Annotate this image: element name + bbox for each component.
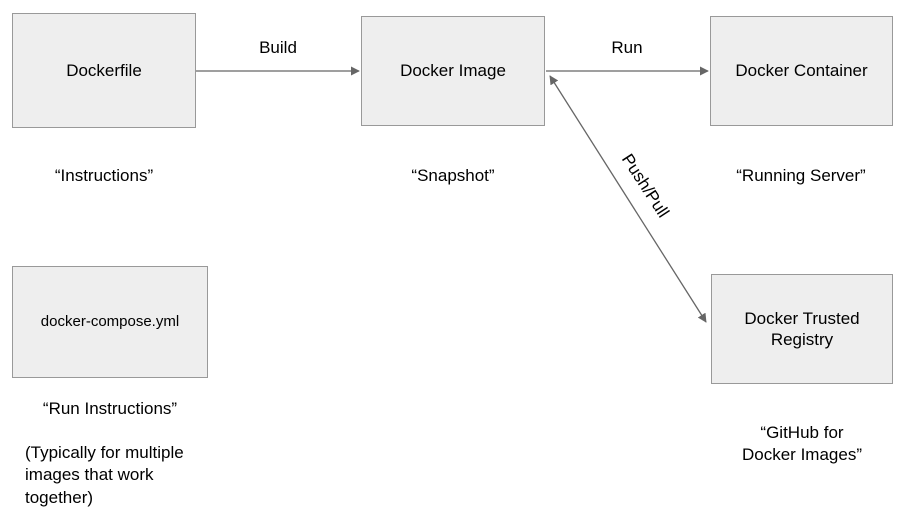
node-docker-compose-yml-label: docker-compose.yml [40, 312, 180, 330]
caption-docker-compose: “Run Instructions” [42, 399, 178, 418]
node-docker-compose-yml[interactable]: docker-compose.yml [12, 266, 208, 378]
node-docker-trusted-registry[interactable]: Docker Trusted Registry [711, 274, 893, 384]
node-docker-image[interactable]: Docker Image [361, 16, 545, 126]
caption-docker-container: “Running Server” [736, 166, 866, 185]
node-docker-trusted-registry-label: Docker Trusted Registry [744, 308, 860, 349]
node-docker-container[interactable]: Docker Container [710, 16, 893, 126]
caption-dockerfile: “Instructions” [54, 166, 154, 185]
edge-push-pull-line [549, 75, 707, 323]
caption-docker-compose-note: (Typically for multiple images that work… [25, 443, 184, 507]
caption-docker-trusted-registry: “GitHub for Docker Images” [742, 423, 862, 465]
node-docker-image-label: Docker Image [400, 61, 506, 81]
node-dockerfile-label: Dockerfile [66, 60, 142, 80]
edge-label-build: Build [259, 38, 297, 57]
node-dockerfile[interactable]: Dockerfile [12, 13, 196, 128]
caption-docker-image: “Snapshot” [411, 166, 495, 185]
edge-label-run: Run [611, 38, 643, 57]
node-docker-container-label: Docker Container [735, 61, 868, 81]
